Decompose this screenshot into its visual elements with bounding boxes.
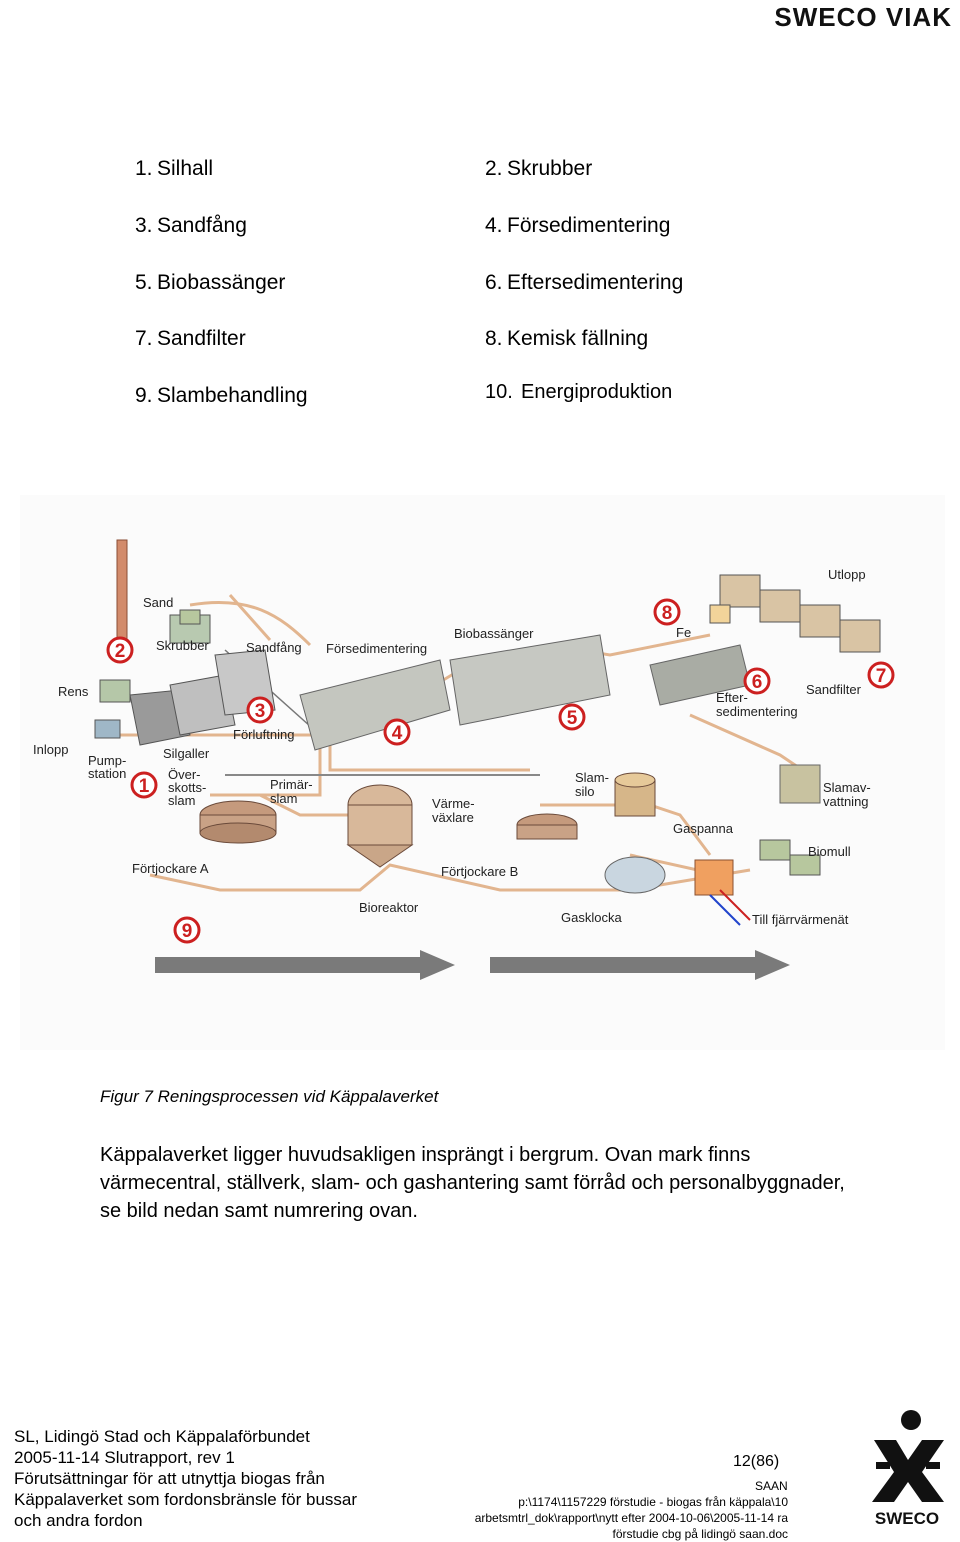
page-number: 12(86) <box>733 1453 780 1470</box>
label-sand: Sand <box>143 595 173 610</box>
label-primarslam-1: Primär- <box>270 777 313 792</box>
marker-9: 9 <box>182 921 193 942</box>
label-silgaller: Silgaller <box>163 746 210 761</box>
marker-4: 4 <box>392 723 403 744</box>
label-pumpstation-1: Pump- <box>88 753 126 768</box>
label-fortjockare-a: Förtjockare A <box>132 861 209 876</box>
marker-8: 8 <box>662 603 673 624</box>
file-path: p:\1174\1157229 förstudie - biogas från … <box>474 1495 788 1541</box>
label-utlopp: Utlopp <box>828 567 866 582</box>
label-gasklocka: Gasklocka <box>561 910 622 925</box>
label-slamavvattning-2: vattning <box>823 794 869 809</box>
label-primarslam-2: slam <box>270 791 297 806</box>
list-item: 4.Försedimentering <box>485 214 671 237</box>
label-forluftning: Förluftning <box>233 727 294 742</box>
list-item: 10.Energiproduktion <box>485 381 673 403</box>
label-bioreaktor: Bioreaktor <box>359 900 419 915</box>
marker-6: 6 <box>752 672 763 693</box>
label-eftersedimentering-2: sedimentering <box>716 704 798 719</box>
label-fjarrvarme: Till fjärrvärmenät <box>752 912 849 927</box>
list-item: 9.Slambehandling <box>135 384 308 407</box>
list-item: 1.Silhall <box>135 157 214 180</box>
label-biomull: Biomull <box>808 844 851 859</box>
label-biobassanger: Biobassänger <box>454 626 534 641</box>
body-paragraph: Käppalaverket ligger huvudsakligen inspr… <box>100 1144 845 1222</box>
sweco-logo: SWECO <box>872 1410 944 1528</box>
label-eftersedimentering-1: Efter- <box>716 690 748 705</box>
label-varmevaxlare-1: Värme- <box>432 796 475 811</box>
list-item: 8.Kemisk fällning <box>485 327 649 350</box>
brand-logo-text: SWECO VIAK <box>774 2 952 32</box>
logo-text: SWECO <box>875 1509 939 1528</box>
list-item: 2.Skrubber <box>485 157 593 180</box>
marker-3: 3 <box>255 701 266 722</box>
list-item: 7.Sandfilter <box>135 327 246 350</box>
label-overskottsslam-2: skotts- <box>168 780 206 795</box>
label-skrubber: Skrubber <box>156 638 209 653</box>
label-pumpstation-2: station <box>88 766 126 781</box>
marker-7: 7 <box>876 666 887 687</box>
author-code: SAAN <box>755 1479 788 1493</box>
marker-1: 1 <box>139 776 150 797</box>
label-fe: Fe <box>676 625 691 640</box>
label-fortjockare-b: Förtjockare B <box>441 864 518 879</box>
label-inlopp: Inlopp <box>33 742 68 757</box>
label-rens: Rens <box>58 684 89 699</box>
list-item: 6.Eftersedimentering <box>485 271 684 294</box>
label-slamsilo-2: silo <box>575 784 595 799</box>
label-gaspanna: Gaspanna <box>673 821 734 836</box>
label-overskottsslam-1: Över- <box>168 767 201 782</box>
process-diagram: 1 2 3 4 5 6 7 8 9 Sand Skrubber Sandfång… <box>20 495 945 1050</box>
list-item: 3.Sandfång <box>135 214 247 237</box>
label-varmevaxlare-2: växlare <box>432 810 474 825</box>
marker-5: 5 <box>567 708 578 729</box>
label-slamavvattning-1: Slamav- <box>823 780 871 795</box>
label-sandfilter: Sandfilter <box>806 682 862 697</box>
marker-2: 2 <box>115 641 126 662</box>
label-sandfang: Sandfång <box>246 640 302 655</box>
figure-caption: Figur 7 Reningsprocessen vid Käppalaverk… <box>100 1087 439 1106</box>
label-overskottsslam-3: slam <box>168 793 195 808</box>
list-item: 5.Biobassänger <box>135 271 286 294</box>
footer-info: SL, Lidingö Stad och Käppalaförbundet 20… <box>14 1427 358 1530</box>
label-slamsilo-1: Slam- <box>575 770 609 785</box>
label-forsedimentering: Försedimentering <box>326 641 427 656</box>
